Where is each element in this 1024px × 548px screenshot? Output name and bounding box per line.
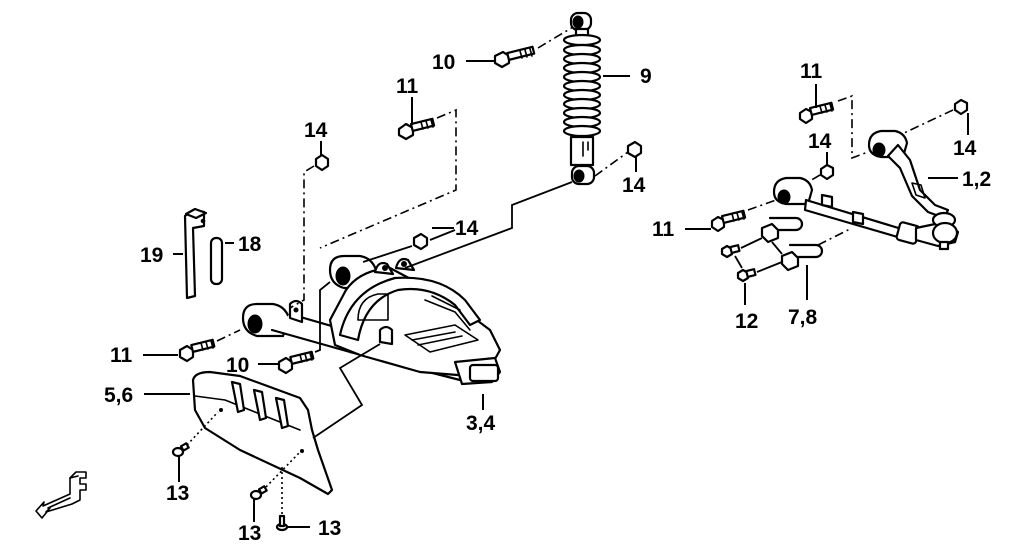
bolt-10-lower <box>277 350 315 375</box>
bolt-11-right <box>710 209 747 233</box>
bolt-11-left <box>178 338 216 363</box>
callout-18: 18 <box>238 233 262 256</box>
callout-7-8: 7,8 <box>788 306 818 329</box>
callout-14-shock: 14 <box>622 174 646 197</box>
callout-3-4: 3,4 <box>466 412 496 435</box>
screw-13-a <box>171 442 190 458</box>
u-bolt-clamp-upper <box>760 216 804 244</box>
callout-9: 9 <box>640 65 652 88</box>
lower-arm-guard <box>191 370 334 496</box>
callout-11-mid: 11 <box>396 75 419 98</box>
callout-14-mid: 14 <box>455 217 479 240</box>
callout-14-right-outer: 14 <box>953 137 977 160</box>
callout-1-2: 1,2 <box>962 168 991 191</box>
screw-13-c <box>275 514 289 532</box>
front-direction-arrow-icon <box>35 471 87 519</box>
nut-14-right-inner <box>819 163 835 181</box>
callout-19: 19 <box>140 244 163 267</box>
callout-13-b: 13 <box>238 522 261 545</box>
callout-11-left: 11 <box>110 344 133 367</box>
callout-11-right-top: 11 <box>800 60 823 83</box>
callout-13-a: 13 <box>166 482 189 505</box>
shock-absorber <box>562 11 602 186</box>
nut-14-mid <box>412 232 429 251</box>
callout-11-right: 11 <box>652 218 675 241</box>
clamp-bolt-12-b <box>736 268 757 283</box>
callout-10-top: 10 <box>432 51 455 74</box>
clamp-bolt-12-a <box>720 244 741 259</box>
leader-lines <box>143 60 969 528</box>
callout-14-left: 14 <box>304 119 328 142</box>
bolt-11-mid <box>397 117 436 141</box>
pin-18 <box>209 236 224 286</box>
u-bolt-clamp-lower <box>780 243 824 272</box>
bolt-11-right-top <box>798 101 835 125</box>
coil-spring <box>562 43 602 138</box>
nut-14-left <box>314 153 330 172</box>
callout-10-bottom: 10 <box>226 354 249 377</box>
upper-a-arm <box>772 129 960 251</box>
callout-5-6: 5,6 <box>104 384 133 407</box>
nut-14-shock <box>626 140 643 159</box>
nut-14-right-outer <box>953 98 969 116</box>
callout-14-right-inner: 14 <box>808 130 832 153</box>
callout-12: 12 <box>735 310 758 333</box>
bracket-19 <box>183 207 208 300</box>
callout-13-c: 13 <box>318 517 341 540</box>
bolt-10-upper <box>493 45 536 69</box>
screw-13-b <box>249 485 268 501</box>
